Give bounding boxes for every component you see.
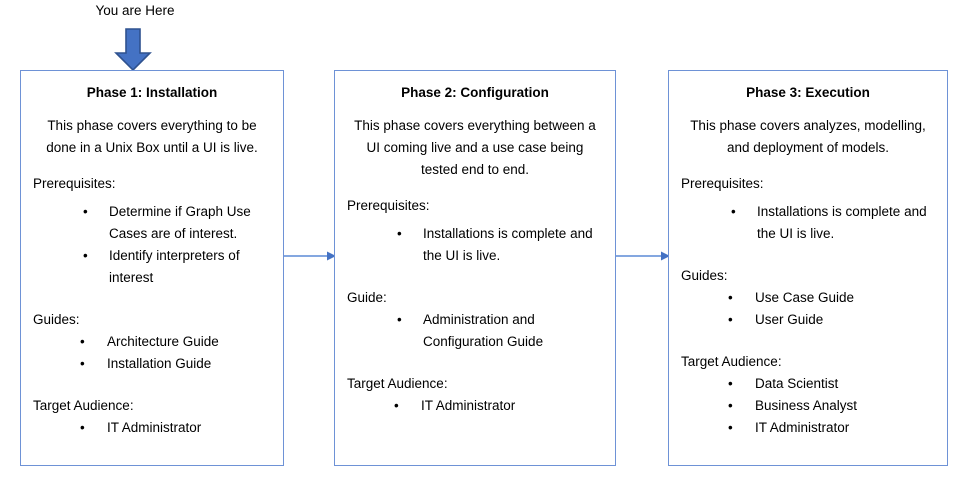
list-item: Installation Guide xyxy=(33,353,271,375)
section-heading-prerequisites: Prerequisites: xyxy=(681,176,764,191)
section-heading-target-audience: Target Audience: xyxy=(33,398,134,413)
list-item: User Guide xyxy=(681,309,935,331)
section-heading-guides: Guides: xyxy=(33,312,80,327)
list-item: Installations is complete and the UI is … xyxy=(681,201,935,245)
section-heading-target-audience: Target Audience: xyxy=(681,354,782,369)
section-heading-prerequisites: Prerequisites: xyxy=(347,198,430,213)
phase-description: This phase covers everything to be done … xyxy=(46,118,258,155)
phase-title: Phase 2: Configuration xyxy=(401,85,549,100)
list-item: Business Analyst xyxy=(681,395,935,417)
phase-box-1[interactable]: Phase 1: Installation This phase covers … xyxy=(20,70,284,466)
you-are-here-label: You are Here xyxy=(95,3,175,18)
section-heading-target-audience: Target Audience: xyxy=(347,376,448,391)
guides-list: Administration and Configuration Guide xyxy=(347,309,603,353)
list-item: Identify interpreters of interest xyxy=(33,245,271,289)
down-block-arrow-icon xyxy=(112,28,158,72)
phase-title: Phase 1: Installation xyxy=(86,85,218,100)
list-item: Use Case Guide xyxy=(681,287,935,309)
list-item: Architecture Guide xyxy=(33,331,271,353)
list-item: IT Administrator xyxy=(33,417,271,439)
target-audience-list: IT Administrator xyxy=(33,417,271,439)
guides-list: Architecture Guide Installation Guide xyxy=(33,331,271,375)
arrow-phase2-to-phase3 xyxy=(616,249,670,261)
section-heading-guides: Guides: xyxy=(681,268,728,283)
phase-box-2[interactable]: Phase 2: Configuration This phase covers… xyxy=(334,70,616,466)
list-item: IT Administrator xyxy=(347,395,603,417)
list-item: Installations is complete and the UI is … xyxy=(347,223,603,267)
prerequisites-list: Installations is complete and the UI is … xyxy=(681,201,935,245)
list-item: IT Administrator xyxy=(681,417,935,439)
guides-list: Use Case Guide User Guide xyxy=(681,287,935,331)
arrow-phase1-to-phase2 xyxy=(284,249,336,261)
list-item: Administration and Configuration Guide xyxy=(347,309,603,353)
phase-description: This phase covers everything between a U… xyxy=(354,118,596,177)
prerequisites-list: Determine if Graph Use Cases are of inte… xyxy=(33,201,271,289)
list-item: Data Scientist xyxy=(681,373,935,395)
phase-title: Phase 3: Execution xyxy=(746,85,870,100)
target-audience-list: Data Scientist Business Analyst IT Admin… xyxy=(681,373,935,439)
target-audience-list: IT Administrator xyxy=(347,395,603,417)
prerequisites-list: Installations is complete and the UI is … xyxy=(347,223,603,267)
phase-box-3[interactable]: Phase 3: Execution This phase covers ana… xyxy=(668,70,948,466)
phase-description: This phase covers analyzes, modelling, a… xyxy=(690,118,926,155)
section-heading-guide: Guide: xyxy=(347,290,387,305)
section-heading-prerequisites: Prerequisites: xyxy=(33,176,116,191)
list-item: Determine if Graph Use Cases are of inte… xyxy=(33,201,271,245)
